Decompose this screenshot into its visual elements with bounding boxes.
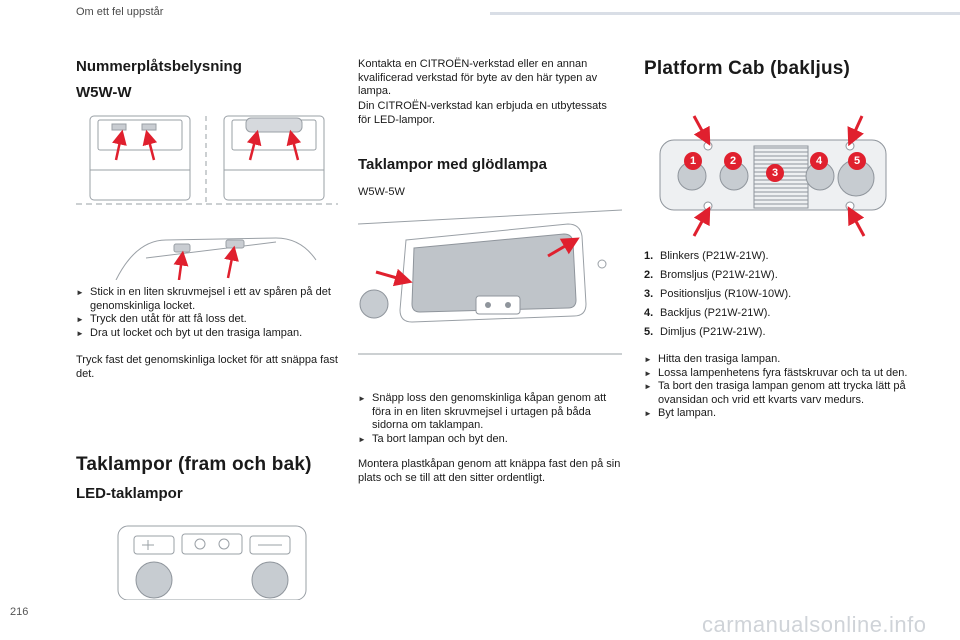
list-item: Ta bort lampan och byt den. [358, 433, 622, 447]
platform-cab-steps: Hitta den trasiga lampan. Lossa lampenhe… [644, 353, 912, 421]
section-header: Om ett fel uppstår [76, 6, 164, 18]
callout-2: 2 [724, 152, 742, 170]
nummerplat-note: Tryck fast det genomskinliga locket för … [76, 354, 338, 380]
watermark: carmanualsonline.info [702, 612, 927, 637]
incandescent-ceiling-lamp-illustration [358, 209, 622, 355]
list-item: Stick in en liten skruvmejsel i ett av s… [76, 286, 338, 313]
list-item: Tryck den utåt för att få loss det. [76, 313, 338, 327]
bulb-type-w5w: W5W-W [76, 84, 132, 101]
nummerplat-steps: Stick in en liten skruvmejsel i ett av s… [76, 286, 338, 340]
callout-1: 1 [684, 152, 702, 170]
bulb-type-w5w5w: W5W-5W [358, 186, 405, 198]
heading-led-taklampor: LED-taklampor [76, 485, 183, 502]
callout-5: 5 [848, 152, 866, 170]
list-item: Hitta den trasiga lampan. [644, 353, 912, 367]
list-item: Ta bort den trasiga lampan genom att try… [644, 380, 912, 407]
callout-3: 3 [766, 164, 784, 182]
led-ceiling-lamp-illustration [117, 525, 307, 600]
list-item: 3.Positionsljus (R10W-10W). [644, 288, 792, 300]
list-item: Lossa lampenhetens fyra fästskruvar och … [644, 367, 912, 381]
heading-platform-cab: Platform Cab (bakljus) [644, 58, 851, 79]
list-item: Snäpp loss den genomskinliga kåpan genom… [358, 392, 622, 433]
list-item: 2.Bromsljus (P21W-21W). [644, 269, 778, 281]
rear-lamp-bulb-list: 1.Blinkers (P21W-21W). 2.Bromsljus (P21W… [644, 250, 914, 345]
header-rule [490, 12, 960, 15]
page-number: 216 [10, 606, 29, 618]
callout-4: 4 [810, 152, 828, 170]
list-item: Byt lampan. [644, 407, 912, 421]
list-item: 5.Dimljus (P21W-21W). [644, 326, 766, 338]
col2-intro-2: Din CITROËN-verkstad kan erbjuda en utby… [358, 100, 607, 126]
heading-taklampor-glodlampa: Taklampor med glödlampa [358, 156, 547, 173]
list-item: 1.Blinkers (P21W-21W). [644, 250, 769, 262]
list-item: Dra ut locket och byt ut den trasiga lam… [76, 327, 338, 341]
list-item: 4.Backljus (P21W-21W). [644, 307, 771, 319]
heading-nummerplat: Nummerplåtsbelysning [76, 58, 242, 75]
heading-taklampor: Taklampor (fram och bak) [76, 454, 312, 475]
col2-intro: Kontakta en CITROËN-verkstad eller en an… [358, 58, 598, 97]
glodlampa-note: Montera plastkåpan genom att knäppa fast… [358, 458, 621, 484]
glodlampa-steps: Snäpp loss den genomskinliga kåpan genom… [358, 392, 622, 446]
license-plate-lamp-illustration [76, 115, 338, 280]
